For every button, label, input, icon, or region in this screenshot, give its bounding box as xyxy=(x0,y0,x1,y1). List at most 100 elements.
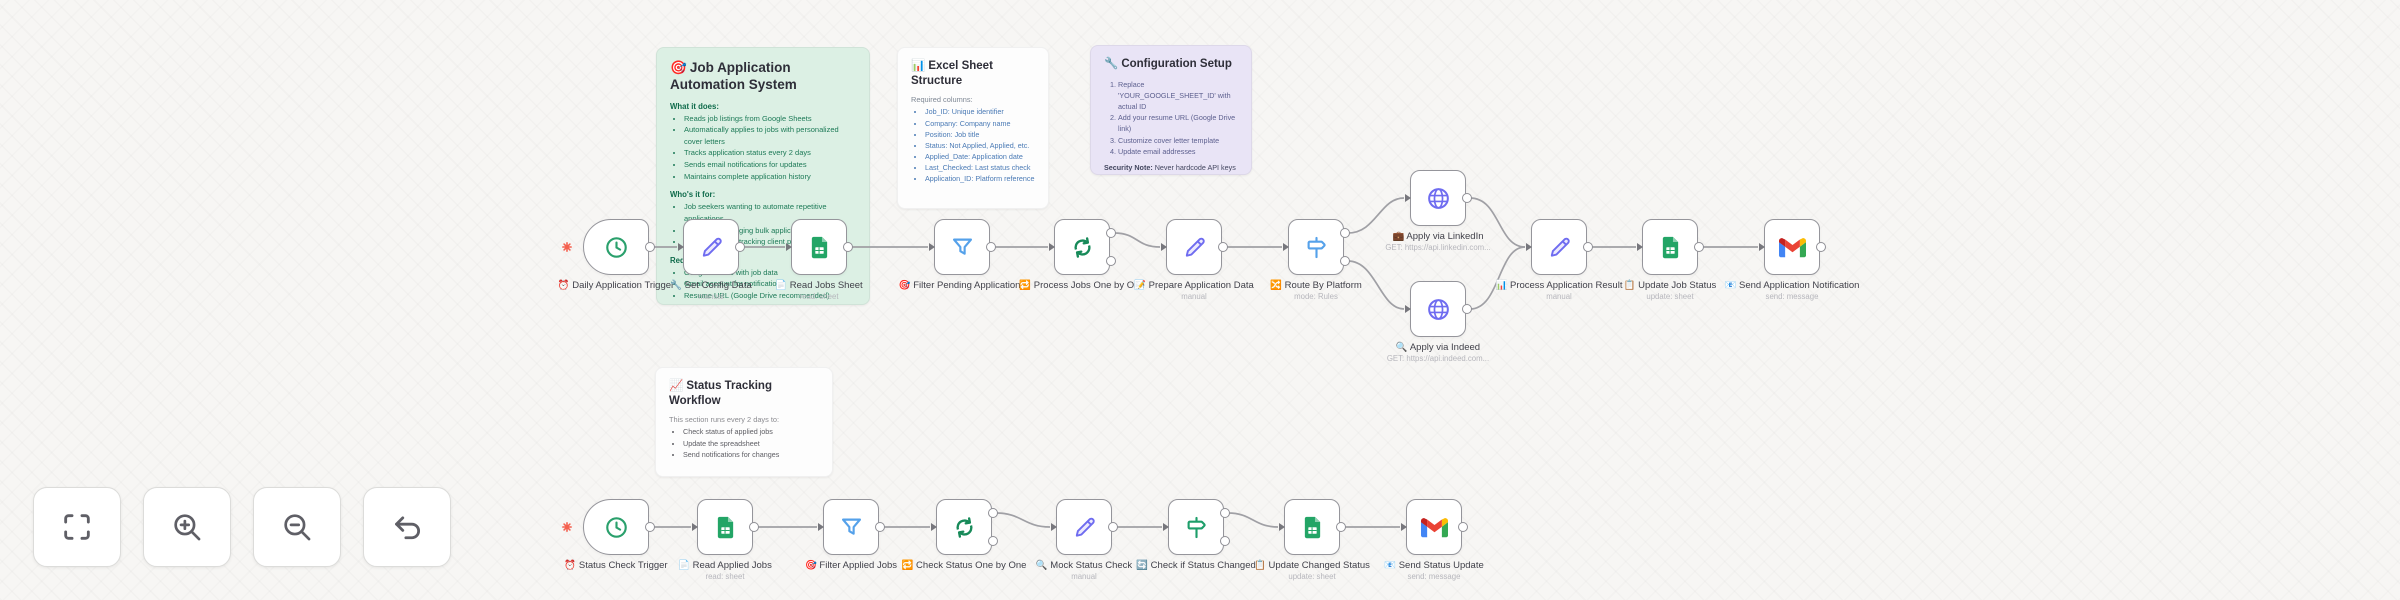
node-box[interactable] xyxy=(583,219,655,275)
input-port[interactable] xyxy=(1637,243,1643,251)
note-list: Job seekers wanting to automate repetiti… xyxy=(670,201,856,248)
output-port[interactable] xyxy=(1218,242,1228,252)
input-port[interactable] xyxy=(1049,243,1055,251)
output-port[interactable] xyxy=(1694,242,1704,252)
output-port[interactable] xyxy=(1458,522,1468,532)
node-box[interactable] xyxy=(692,499,759,555)
node-box[interactable] xyxy=(1405,170,1472,226)
output-port[interactable] xyxy=(988,508,998,518)
node-label: 📄 Read Applied Jobs xyxy=(678,560,772,571)
node-box[interactable] xyxy=(1283,219,1350,275)
node-box[interactable] xyxy=(1049,219,1116,275)
output-port[interactable] xyxy=(645,242,655,252)
node-check-if-status-changed[interactable]: 🔄 Check if Status Changed xyxy=(1136,499,1256,571)
input-port[interactable] xyxy=(1161,243,1167,251)
gmail-icon xyxy=(1421,514,1448,541)
node-label: 🔍 Mock Status Check xyxy=(1035,560,1133,571)
output-port[interactable] xyxy=(1816,242,1826,252)
zoom-in-button[interactable] xyxy=(143,487,231,567)
input-port[interactable] xyxy=(929,243,935,251)
node-process-jobs-one-by-one[interactable]: 🔁 Process Jobs One by One xyxy=(1019,219,1145,291)
output-port[interactable] xyxy=(1220,536,1230,546)
zoom-out-button[interactable] xyxy=(253,487,341,567)
output-port[interactable] xyxy=(1336,522,1346,532)
input-port[interactable] xyxy=(1759,243,1765,251)
node-daily-application-trigger[interactable]: ⏰ Daily Application Trigger xyxy=(558,219,674,291)
undo-button[interactable] xyxy=(363,487,451,567)
sticky-note-excel-structure[interactable]: 📊Excel Sheet Structure Required columns:… xyxy=(897,47,1049,209)
input-port[interactable] xyxy=(818,523,824,531)
node-send-application-notification[interactable]: 📧 Send Application Notification send: me… xyxy=(1725,219,1859,301)
node-box[interactable] xyxy=(1526,219,1593,275)
sticky-note-configuration-setup[interactable]: 🔧Configuration Setup Replace 'YOUR_GOOGL… xyxy=(1090,45,1252,175)
node-read-applied-jobs[interactable]: 📄 Read Applied Jobs read: sheet xyxy=(678,499,772,581)
node-box[interactable] xyxy=(929,219,996,275)
note-section-heading: What it does: xyxy=(670,101,719,111)
node-filter-pending-applications[interactable]: 🎯 Filter Pending Applications xyxy=(899,219,1025,291)
input-port[interactable] xyxy=(1526,243,1532,251)
zoom-to-fit-button[interactable] xyxy=(33,487,121,567)
input-port[interactable] xyxy=(1163,523,1169,531)
input-port[interactable] xyxy=(678,243,684,251)
output-port[interactable] xyxy=(986,242,996,252)
output-port[interactable] xyxy=(1462,193,1472,203)
node-box[interactable] xyxy=(786,219,853,275)
output-port[interactable] xyxy=(645,522,655,532)
output-port[interactable] xyxy=(1340,256,1350,266)
input-port[interactable] xyxy=(1279,523,1285,531)
output-port[interactable] xyxy=(1583,242,1593,252)
output-port[interactable] xyxy=(1106,256,1116,266)
node-box[interactable] xyxy=(1161,219,1228,275)
node-box[interactable] xyxy=(931,499,998,555)
node-status-check-trigger[interactable]: ⏰ Status Check Trigger xyxy=(564,499,668,571)
input-port[interactable] xyxy=(1051,523,1057,531)
sticky-note-status-tracking[interactable]: 📈Status Tracking Workflow This section r… xyxy=(655,367,833,477)
node-mock-status-check[interactable]: 🔍 Mock Status Check manual xyxy=(1036,499,1132,581)
node-label: ⏰ Daily Application Trigger xyxy=(557,280,675,291)
node-apply-via-indeed[interactable]: 🔍 Apply via Indeed GET: https://api.inde… xyxy=(1387,281,1489,363)
node-set-config-data[interactable]: 🔧 Set Config Data manual xyxy=(670,219,752,301)
node-box[interactable] xyxy=(1163,499,1230,555)
output-port[interactable] xyxy=(1462,304,1472,314)
node-update-job-status[interactable]: 📋 Update Job Status update: sheet xyxy=(1624,219,1716,301)
output-port[interactable] xyxy=(843,242,853,252)
node-process-application-result[interactable]: 📊 Process Application Result manual xyxy=(1496,219,1622,301)
node-box[interactable] xyxy=(818,499,885,555)
output-port[interactable] xyxy=(875,522,885,532)
note-title: 🔧Configuration Setup xyxy=(1104,58,1232,70)
input-port[interactable] xyxy=(1401,523,1407,531)
input-port[interactable] xyxy=(692,523,698,531)
node-box[interactable] xyxy=(1637,219,1704,275)
node-prepare-application-data[interactable]: 📝 Prepare Application Data manual xyxy=(1134,219,1254,301)
output-port[interactable] xyxy=(749,522,759,532)
google-sheets-icon xyxy=(806,234,833,261)
node-send-status-update[interactable]: 📧 Send Status Update send: message xyxy=(1384,499,1484,581)
output-port[interactable] xyxy=(735,242,745,252)
node-filter-applied-jobs[interactable]: 🎯 Filter Applied Jobs xyxy=(805,499,897,571)
output-port[interactable] xyxy=(988,536,998,546)
input-port[interactable] xyxy=(1405,305,1411,313)
input-port[interactable] xyxy=(1283,243,1289,251)
node-sublabel: manual xyxy=(1181,292,1207,302)
node-box[interactable] xyxy=(583,499,655,555)
output-port[interactable] xyxy=(1106,228,1116,238)
node-label: 📧 Send Status Update xyxy=(1384,560,1484,571)
input-port[interactable] xyxy=(786,243,792,251)
node-box[interactable] xyxy=(1279,499,1346,555)
node-route-by-platform[interactable]: 🔀 Route By Platform mode: Rules xyxy=(1270,219,1362,301)
output-port[interactable] xyxy=(1108,522,1118,532)
node-box[interactable] xyxy=(1051,499,1118,555)
node-box[interactable] xyxy=(1759,219,1826,275)
node-box[interactable] xyxy=(678,219,745,275)
node-update-changed-status[interactable]: 📋 Update Changed Status update: sheet xyxy=(1254,499,1370,581)
node-read-jobs-sheet[interactable]: 📄 Read Jobs Sheet read: sheet xyxy=(775,219,863,301)
input-port[interactable] xyxy=(1405,194,1411,202)
output-port[interactable] xyxy=(1220,508,1230,518)
node-box[interactable] xyxy=(1405,281,1472,337)
node-apply-via-linkedin[interactable]: 💼 Apply via LinkedIn GET: https://api.li… xyxy=(1385,170,1491,252)
output-port[interactable] xyxy=(1340,228,1350,238)
input-port[interactable] xyxy=(931,523,937,531)
node-box[interactable] xyxy=(1401,499,1468,555)
node-check-status-one-by-one[interactable]: 🔁 Check Status One by One xyxy=(902,499,1026,571)
